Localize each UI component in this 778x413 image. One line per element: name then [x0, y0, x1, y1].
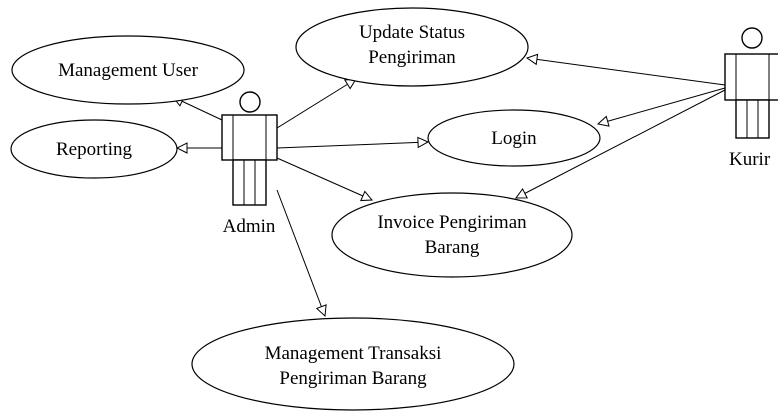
actor-body	[724, 53, 778, 101]
actor-legs	[232, 159, 267, 206]
association-kurir-invoice	[516, 89, 726, 198]
use-case-management-transaksi-pengiriman-barang: Management Transaksi Pengiriman Barang	[191, 317, 515, 411]
use-case-label-line-1: Update Status	[359, 22, 465, 43]
association-kurir-login	[598, 87, 726, 124]
actor-label: Kurir	[729, 149, 771, 170]
use-case-login: Login	[427, 109, 601, 167]
use-case-label-line-2: Barang	[425, 237, 480, 258]
associations	[173, 58, 726, 316]
association-admin-update-status	[276, 79, 356, 129]
actor-body	[221, 114, 278, 161]
actor-head	[239, 91, 261, 113]
use-case-label-line-1: Management Transaksi	[265, 343, 442, 364]
actor-kurir: Kurir	[724, 27, 778, 170]
use-case-invoice-pengiriman-barang: Invoice Pengiriman Barang	[331, 192, 573, 278]
use-case-label-line-2: Pengiriman Barang	[279, 368, 427, 389]
use-case-label: Reporting	[56, 139, 132, 160]
actor-label: Admin	[223, 216, 276, 237]
use-case-label-line-1: Invoice Pengiriman	[377, 212, 527, 233]
actor-head	[741, 27, 763, 49]
use-case-management-user: Management User	[11, 35, 245, 105]
actor-legs	[735, 99, 770, 139]
use-case-label: Login	[491, 128, 537, 149]
association-admin-login	[276, 142, 428, 149]
association-admin-management-transaksi	[276, 189, 325, 316]
association-admin-invoice	[276, 157, 372, 200]
use-case-label-line-2: Pengiriman	[368, 47, 456, 68]
use-case-reporting: Reporting	[10, 119, 178, 179]
association-kurir-update-status	[527, 58, 726, 86]
use-case-update-status-pengiriman: Update Status Pengiriman	[295, 7, 529, 87]
actor-admin: Admin	[221, 91, 278, 237]
use-case-label: Management User	[58, 60, 198, 81]
